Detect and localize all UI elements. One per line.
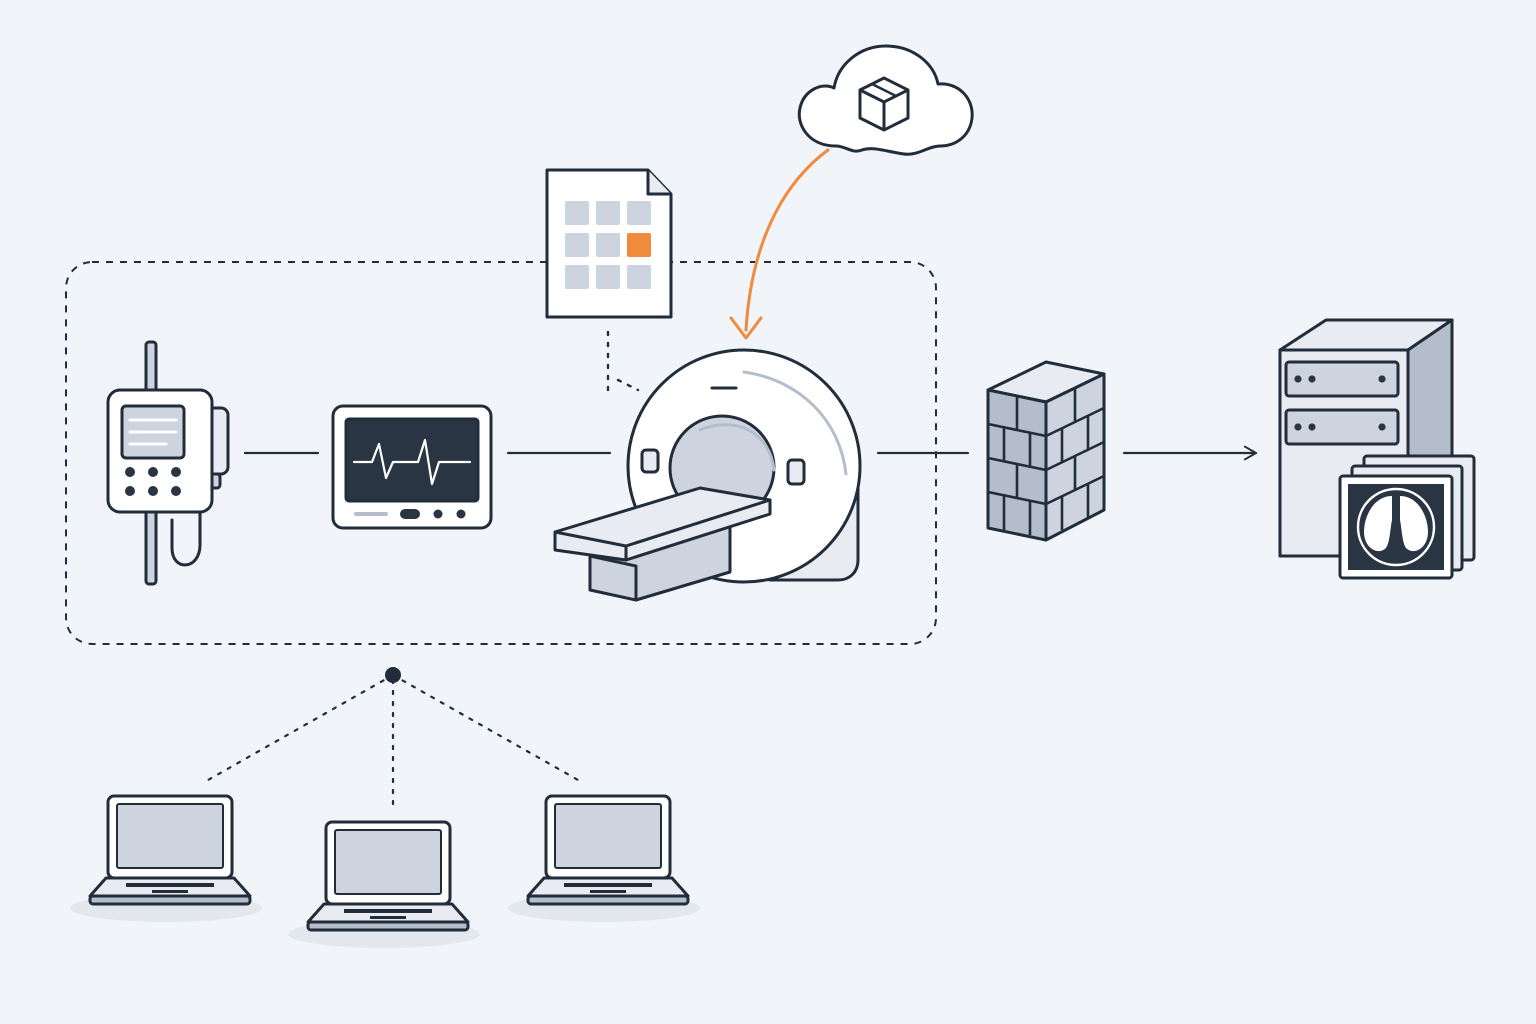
brick-wall-icon[interactable] (986, 360, 1106, 542)
grid-document-icon[interactable] (545, 168, 673, 319)
laptop-icon[interactable] (288, 820, 480, 948)
document-cell (627, 201, 651, 225)
link-document-ct (606, 330, 640, 400)
document-cell (565, 265, 589, 289)
document-cell (596, 265, 620, 289)
document-cell (565, 201, 589, 225)
document-cell (596, 233, 620, 257)
laptop-icon[interactable] (70, 794, 262, 922)
laptop-links (206, 673, 580, 812)
cloud-update-arrow (729, 148, 830, 340)
cloud-package-icon[interactable] (797, 44, 974, 156)
laptop-icon[interactable] (508, 794, 700, 922)
document-grid (565, 201, 651, 289)
lung-scan-icon[interactable] (1338, 454, 1476, 580)
document-cell (565, 233, 589, 257)
network-junction (385, 667, 401, 683)
document-cell (596, 201, 620, 225)
infusion-pump-icon[interactable] (106, 340, 230, 586)
workstation-laptops (70, 794, 700, 948)
heart-monitor-icon[interactable] (331, 404, 493, 530)
document-cell (627, 265, 651, 289)
ct-scanner-icon[interactable] (553, 348, 862, 602)
document-cell-highlighted (627, 233, 651, 257)
